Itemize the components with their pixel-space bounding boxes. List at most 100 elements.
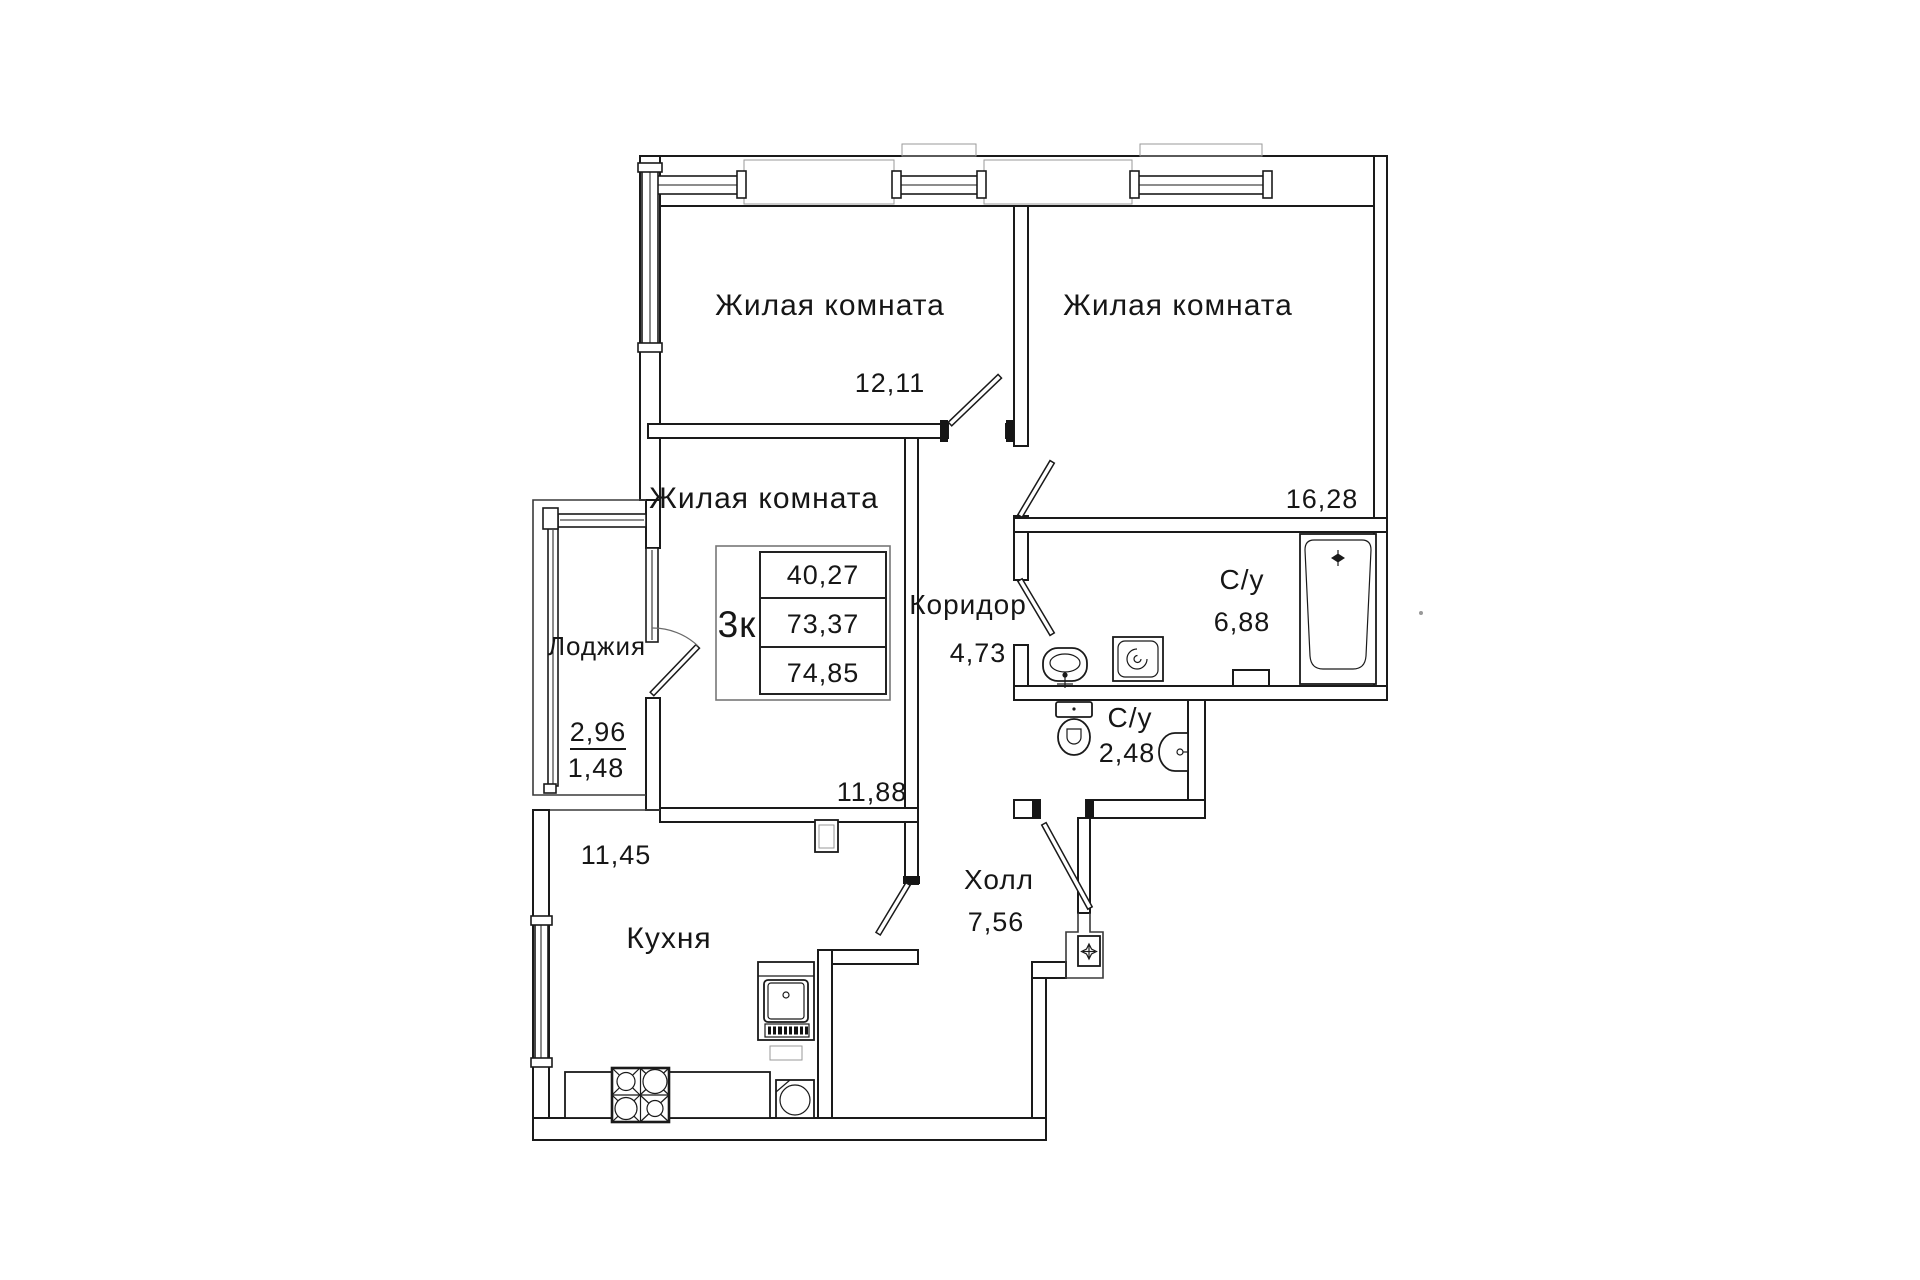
room-area-loggia-full: 2,96 bbox=[570, 717, 627, 747]
bathtub-inner bbox=[1304, 539, 1372, 670]
loggia-glazing-bottom-cap bbox=[543, 783, 557, 794]
room-area-living3: 11,88 bbox=[837, 777, 908, 807]
wall-room1-bottom-left bbox=[647, 423, 949, 439]
washing-machine-body bbox=[1112, 636, 1164, 682]
room-area-loggia-coeff: 1,48 bbox=[568, 753, 625, 783]
total-area-with-loggia-value: 74,85 bbox=[787, 658, 860, 688]
door-jamb bbox=[1032, 800, 1040, 818]
window-cap bbox=[976, 170, 987, 199]
hand-basin-bowl bbox=[1158, 732, 1189, 772]
title-block: 3к 40,27 73,37 74,85 bbox=[715, 545, 891, 701]
toilet-icon bbox=[1055, 701, 1093, 756]
washbasin-icon bbox=[1042, 647, 1088, 688]
cooktop-burners bbox=[611, 1067, 670, 1123]
loggia-structure bbox=[532, 499, 647, 796]
room-area-living1: 12,11 bbox=[855, 368, 926, 398]
window-cap bbox=[530, 915, 553, 926]
room-label-living3: Жилая комната bbox=[649, 482, 879, 515]
wall-bathroom-bottom bbox=[1013, 685, 1388, 701]
bathtub-icon bbox=[1299, 533, 1377, 685]
wall-bottom bbox=[532, 1117, 1047, 1141]
room-area-kitchen: 11,45 bbox=[581, 840, 652, 870]
wall-bathroom-top bbox=[1013, 517, 1388, 533]
room-label-hall: Холл bbox=[964, 864, 1034, 895]
kitchen-counter bbox=[564, 1066, 771, 1124]
room-label-kitchen: Кухня bbox=[626, 922, 711, 955]
wall-top bbox=[639, 155, 1388, 207]
room-area-living2: 16,28 bbox=[1286, 484, 1359, 514]
oven-icon bbox=[757, 961, 815, 1061]
kitchen-sink-bowl bbox=[779, 1084, 811, 1116]
room-label-corridor: Коридор bbox=[909, 589, 1027, 620]
door-jamb bbox=[903, 876, 920, 884]
room-area-bathroom: 6,88 bbox=[1214, 607, 1271, 637]
toilet-button bbox=[1072, 707, 1076, 711]
entrance-panel-icon bbox=[1077, 935, 1101, 967]
washing-machine-icon bbox=[1112, 636, 1164, 682]
oven-knob bbox=[782, 991, 790, 999]
room-label-living1: Жилая комната bbox=[715, 289, 945, 322]
room-area-corridor: 4,73 bbox=[950, 638, 1007, 668]
oven-cabinet-dashed bbox=[769, 1045, 803, 1061]
door-leaf-kitchen bbox=[874, 881, 912, 937]
window-cap bbox=[891, 170, 902, 199]
window-slab-2 bbox=[901, 143, 977, 157]
washing-machine-frame bbox=[1117, 640, 1159, 678]
room-label-loggia: Лоджия bbox=[548, 631, 646, 661]
door-leaf-room1 bbox=[947, 373, 1003, 427]
apartment-type-label: 3к bbox=[718, 604, 757, 645]
kitchen-sink-box bbox=[775, 1079, 815, 1119]
toilet-bowl-inner bbox=[1066, 728, 1082, 745]
room-label-wc: С/у bbox=[1108, 702, 1153, 733]
room-area-hall: 7,56 bbox=[968, 907, 1025, 937]
toilet-bowl bbox=[1057, 718, 1091, 756]
wall-kitchen-hall-v bbox=[817, 949, 833, 1121]
washbasin-inner bbox=[1049, 653, 1081, 673]
door-leaf-bathroom bbox=[1016, 577, 1056, 637]
hand-basin-icon bbox=[1158, 732, 1189, 772]
wall-room3-bottom bbox=[659, 807, 919, 823]
loggia-glazing-corner-cap bbox=[542, 507, 559, 530]
room-label-living2: Жилая комната bbox=[1063, 289, 1293, 322]
window-cap bbox=[637, 342, 663, 353]
oven-door bbox=[763, 979, 809, 1023]
wall-hall-niche-link bbox=[1031, 961, 1067, 979]
door-jamb bbox=[1006, 420, 1014, 442]
washing-machine-drum-inner bbox=[1133, 654, 1142, 664]
window-slab-3 bbox=[1139, 143, 1263, 157]
wall-hall-right-lower bbox=[1031, 961, 1047, 1119]
window-cap bbox=[530, 1057, 553, 1068]
entrance-panel-star bbox=[1080, 942, 1098, 961]
doors bbox=[649, 373, 1094, 937]
ventilation-duct-icon bbox=[814, 819, 839, 853]
wall-wc-right bbox=[1187, 699, 1206, 801]
window-cap bbox=[736, 170, 747, 199]
wall-partition-upper bbox=[1013, 205, 1029, 447]
door-jamb bbox=[1086, 800, 1094, 818]
loggia-outline bbox=[532, 499, 646, 796]
wall-left-balcony-bottom bbox=[645, 697, 661, 811]
window-cap bbox=[637, 162, 663, 173]
walls bbox=[532, 155, 1388, 1141]
room-label-bathroom: С/у bbox=[1220, 564, 1265, 595]
title-block-values bbox=[759, 551, 887, 695]
entrance-niche bbox=[1065, 913, 1104, 979]
duct-notch bbox=[1232, 669, 1270, 687]
vent-inner bbox=[818, 824, 835, 849]
oven-door-inner bbox=[767, 982, 805, 1020]
vent-outer bbox=[814, 819, 839, 853]
window-cap bbox=[1129, 170, 1140, 199]
room-area-wc: 2,48 bbox=[1099, 738, 1156, 768]
living-area-value: 40,27 bbox=[787, 560, 860, 590]
stray-dot bbox=[1419, 611, 1423, 615]
door-leaf-entrance bbox=[1040, 821, 1094, 911]
oven-panel bbox=[764, 1023, 810, 1038]
door-leaf-balcony bbox=[649, 643, 701, 697]
oven-panel-buttons bbox=[768, 1026, 808, 1035]
kitchen-sink-corner bbox=[775, 1079, 791, 1093]
door-swing-arc-balcony bbox=[651, 627, 699, 647]
total-area-value: 73,37 bbox=[787, 609, 860, 639]
wall-wc-bottom-right bbox=[1085, 799, 1206, 819]
